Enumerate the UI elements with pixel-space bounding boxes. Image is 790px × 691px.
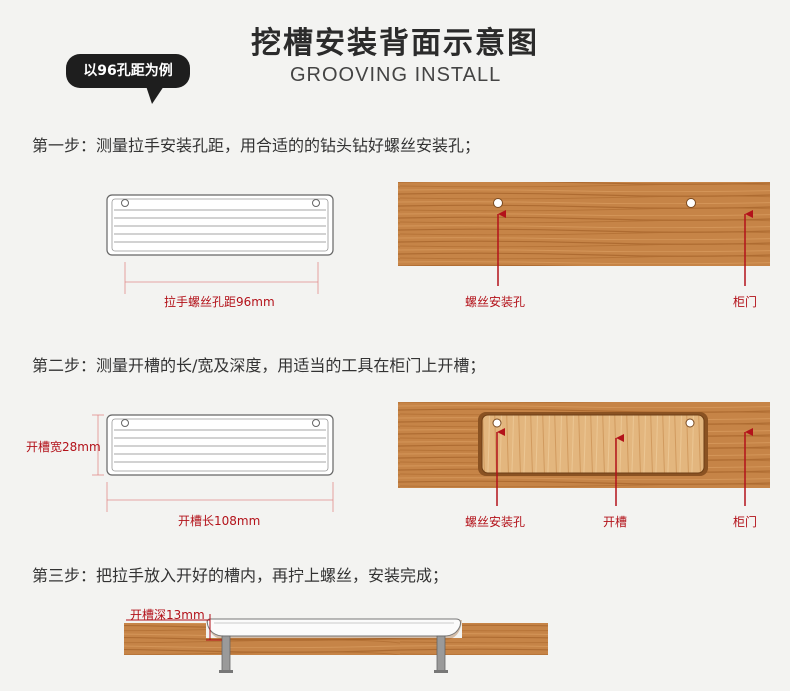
handle-side-view <box>206 618 461 673</box>
step-3-text: 第三步：把拉手放入开好的槽内，再拧上螺丝，安装完成； <box>32 566 449 585</box>
step2-arrows <box>496 428 753 506</box>
step-2-text: 第二步：测量开槽的长/宽及深度，用适当的工具在柜门上开槽； <box>32 356 486 375</box>
example-badge: 以96孔距为例 <box>66 54 190 88</box>
door-panel-2 <box>398 402 770 488</box>
page-subtitle: GROOVING INSTALL <box>290 64 502 86</box>
groove-width-label: 开槽宽28mm <box>26 440 101 454</box>
door-label-1: 柜门 <box>733 295 758 309</box>
handle-top-view-1 <box>106 194 334 256</box>
step1-arrows <box>497 210 753 286</box>
groove-length-label: 开槽长108mm <box>178 514 261 528</box>
badge-tail <box>146 86 164 104</box>
hole-distance-label: 拉手螺丝孔距96mm <box>164 295 275 309</box>
hole-distance-dimension <box>124 262 319 294</box>
groove-label: 开槽 <box>603 515 628 529</box>
step-1-text: 第一步：测量拉手安装孔距，用合适的的钻头钻好螺丝安装孔； <box>32 136 481 155</box>
door-panel-1 <box>398 182 770 266</box>
groove-length-dimension <box>106 482 334 512</box>
groove-depth-label: 开槽深13mm <box>130 608 205 622</box>
screw-hole-label-1: 螺丝安装孔 <box>465 295 526 309</box>
groove-width-dimension <box>92 414 104 476</box>
groove-depth-dimension <box>126 614 222 641</box>
page-title: 挖槽安装背面示意图 <box>251 26 539 61</box>
screw-hole-label-2: 螺丝安装孔 <box>465 515 526 529</box>
door-label-2: 柜门 <box>733 515 758 529</box>
handle-top-view-2 <box>106 414 334 476</box>
